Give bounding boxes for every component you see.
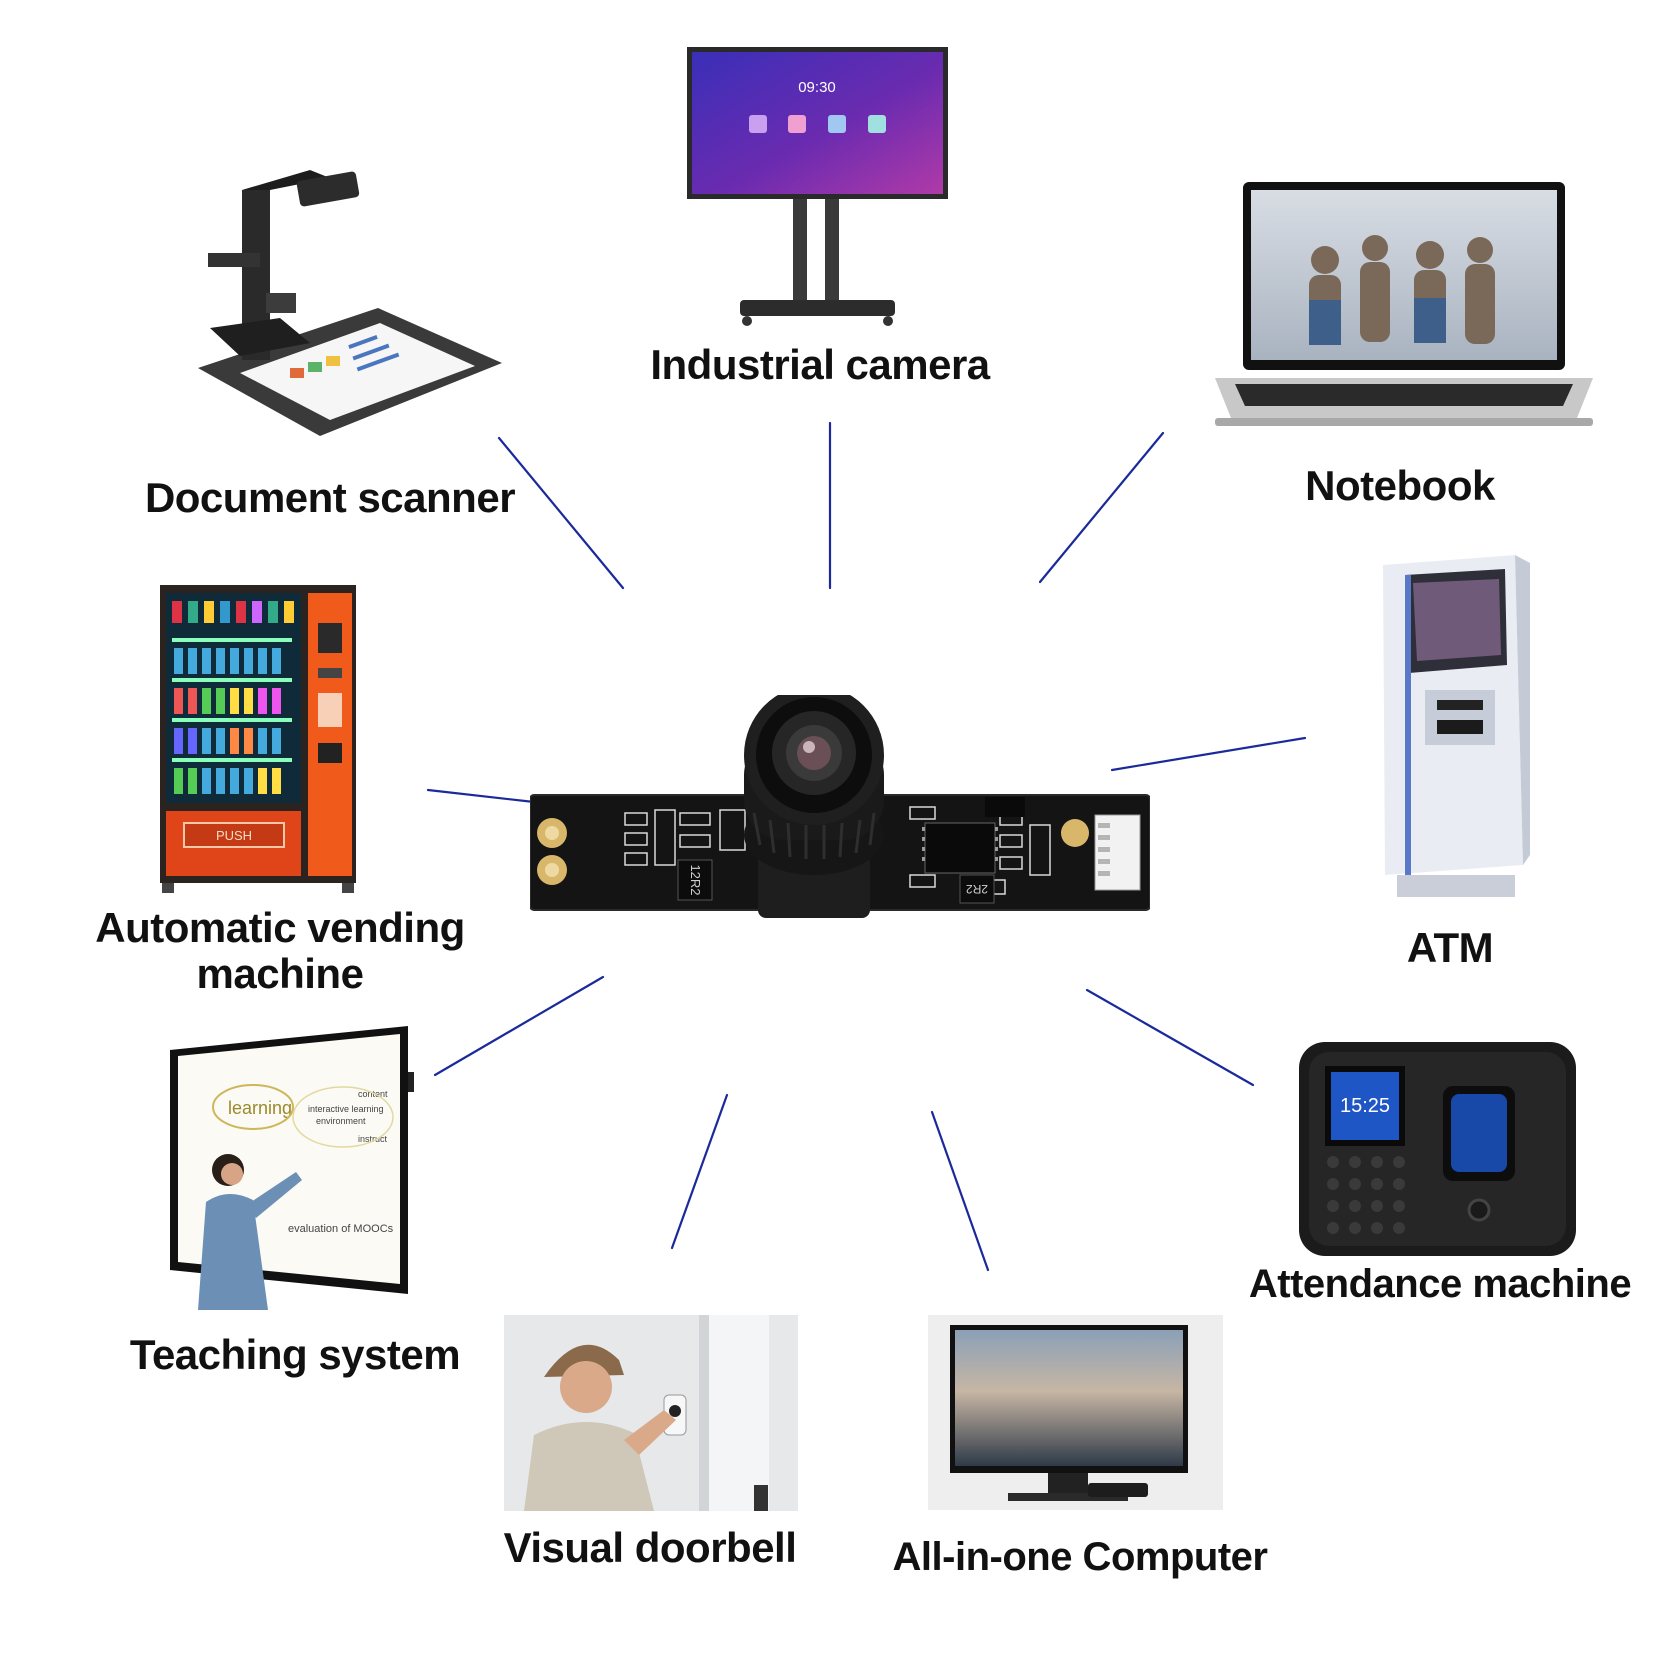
node-label: Document scanner <box>144 474 516 521</box>
vending-push-label: PUSH <box>216 828 252 843</box>
board-word: interactive learning <box>308 1104 384 1114</box>
node-label: All-in-one Computer <box>892 1535 1268 1579</box>
visual-doorbell-image <box>504 1315 798 1511</box>
notebook-image <box>1215 180 1593 430</box>
board-word: learning <box>228 1098 292 1118</box>
connector-line-attendance-machine <box>1085 988 1255 1087</box>
board-word: evaluation of MOOCs <box>288 1223 394 1235</box>
teaching-system-image: learning interactive learning content en… <box>168 1022 418 1310</box>
silkscreen-right: 2R2 <box>966 882 988 896</box>
node-label: Notebook <box>1305 462 1495 509</box>
node-label: ATM <box>1406 924 1494 971</box>
attendance-clock: 15:25 <box>1340 1095 1390 1117</box>
board-word: environment <box>316 1116 366 1126</box>
connector-line-notebook <box>1038 431 1165 584</box>
node-label: Visual doorbell <box>503 1524 797 1571</box>
board-word: instruct <box>358 1134 388 1144</box>
connector-line-all-in-one-computer <box>930 1110 990 1272</box>
all-in-one-computer-image <box>928 1315 1223 1510</box>
node-label: Teaching system <box>129 1331 461 1378</box>
attendance-machine-image: 15:25 <box>1295 1038 1580 1260</box>
silkscreen-left: 12R2 <box>688 864 703 895</box>
display-clock: 09:30 <box>798 79 836 96</box>
document-scanner-image <box>180 168 505 440</box>
node-label: Industrial camera <box>650 341 990 388</box>
connector-line-visual-doorbell <box>670 1093 729 1250</box>
connector-line-automatic-vending-machine <box>426 788 536 804</box>
board-word: content <box>358 1089 388 1099</box>
node-label: Automatic vending machine <box>95 904 465 998</box>
node-label: Attendance machine <box>1248 1262 1632 1306</box>
automatic-vending-machine-image: PUSH <box>158 583 358 895</box>
atm-image <box>1365 555 1530 900</box>
camera-module: 12R2 2R2 <box>530 695 1150 920</box>
industrial-camera-image: 09:30 <box>685 45 950 330</box>
